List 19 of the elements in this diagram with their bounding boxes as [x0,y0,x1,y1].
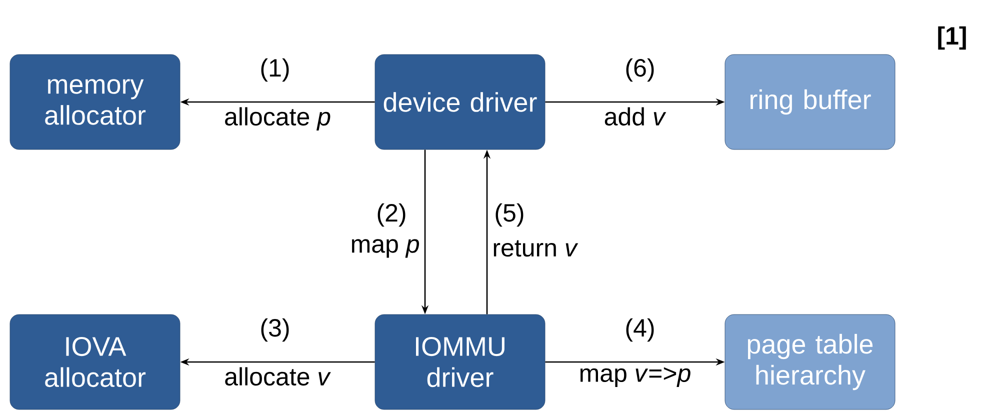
step-number: (5) [496,203,524,227]
process-box: memory allocator [10,54,180,150]
step-number: (4) [626,318,654,342]
edge-label: add v [604,107,666,126]
reference-number: [1] [938,26,966,50]
process-box: ring buffer [724,54,896,150]
edge-label: map p [352,239,419,258]
edge-label: allocate p [225,107,330,130]
process-box: page table hierarchy [724,314,896,410]
edge-label: map v=>p [580,367,690,387]
step-number: (6) [626,58,654,82]
process-box: IOMMU driver [374,314,546,410]
step-number: (3) [261,318,289,342]
edge-label: allocate v [225,367,331,386]
process-box: IOVA allocator [10,314,180,410]
step-number: (1) [261,58,289,82]
edge-label: return v [494,240,578,257]
process-box: device driver [374,54,546,150]
step-number: (2) [378,203,406,227]
